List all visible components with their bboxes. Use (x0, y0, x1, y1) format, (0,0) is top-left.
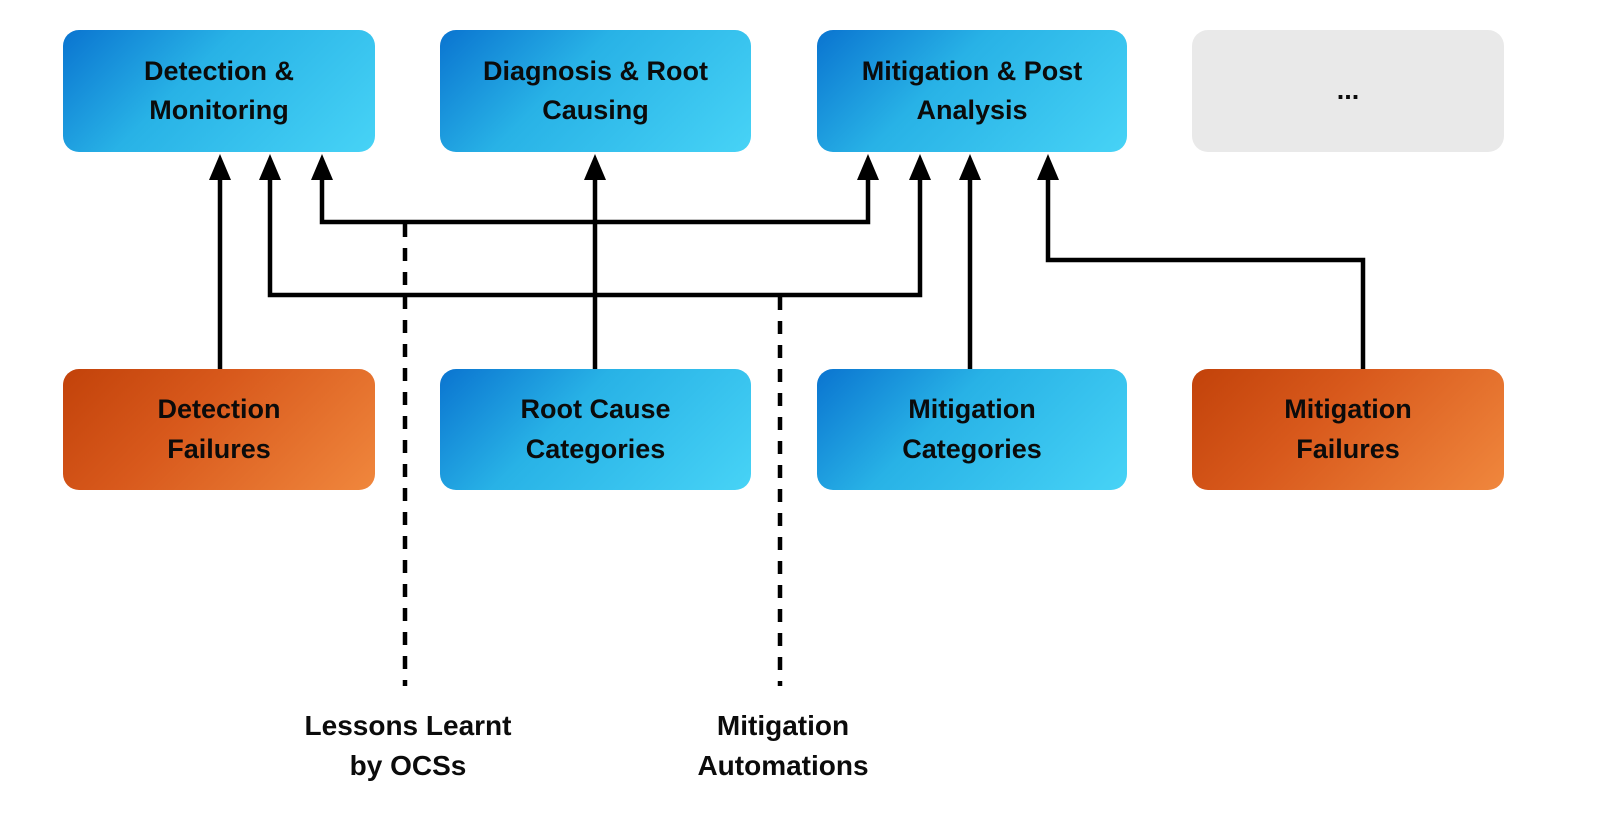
arrowhead-icon (909, 154, 931, 180)
node-mitigation-categories: Mitigation Categories (817, 369, 1127, 490)
arrowhead-icon (1037, 154, 1059, 180)
edge-mitigation-automations-bus (267, 176, 923, 298)
label-mitigation-automations: Mitigation Automations (697, 710, 869, 781)
node-detection-failures: Detection Failures (63, 369, 375, 490)
arrowhead-icon (311, 154, 333, 180)
arrowhead-icon (857, 154, 879, 180)
node-ellipsis: ... (1192, 30, 1504, 152)
arrowheads (209, 154, 1059, 180)
node-mitigation-failures: Mitigation Failures (1192, 369, 1504, 490)
node-diagnosis-root-causing: Diagnosis & Root Causing (440, 30, 751, 152)
arrowhead-icon (959, 154, 981, 180)
arrowhead-icon (259, 154, 281, 180)
node-root-cause-categories: Root Cause Categories (440, 369, 751, 490)
edge-mitigation-failures-to-mitigation-post (1045, 176, 1366, 371)
edge-lessons-learnt-bus (319, 176, 871, 225)
arrowhead-icon (209, 154, 231, 180)
node-mitigation-post-analysis: Mitigation & Post Analysis (817, 30, 1127, 152)
label-lessons-learnt-by-ocss: Lessons Learnt by OCSs (304, 710, 512, 781)
arrowhead-icon (584, 154, 606, 180)
node-detection-monitoring: Detection & Monitoring (63, 30, 375, 152)
